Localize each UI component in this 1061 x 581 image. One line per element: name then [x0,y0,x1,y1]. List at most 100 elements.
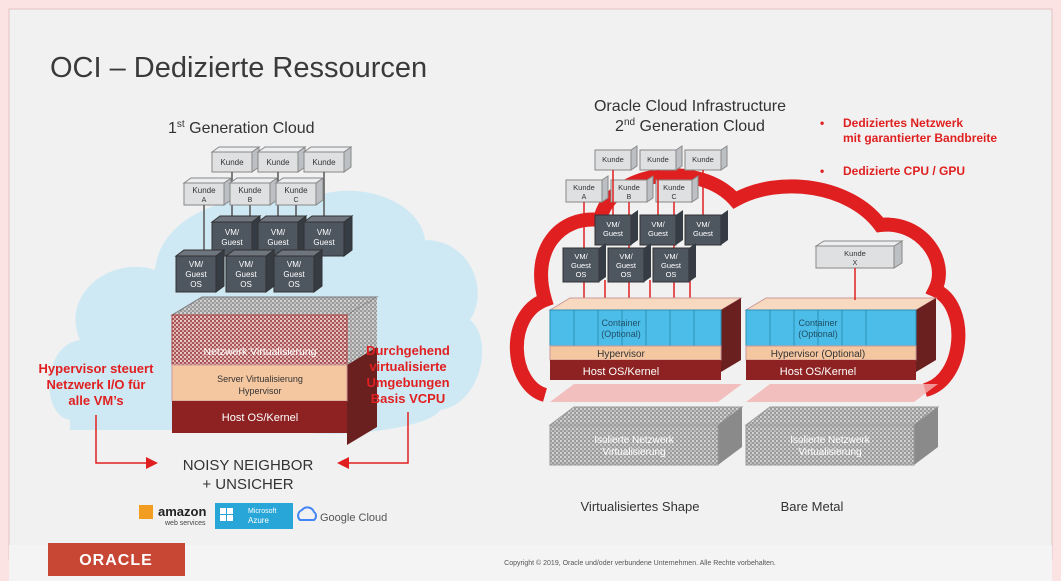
bullet-cpu: Dedizierte CPU / GPU [843,164,965,178]
layer-server-label: Server Virtualisierung [217,374,303,384]
stack-virtualized-shape: Container (Optional) Hypervisor Host OS/… [548,297,743,380]
svg-text:Kunde: Kunde [663,183,685,192]
svg-text:VM/: VM/ [317,228,332,237]
kunde-front-row: Kunde A Kunde B Kunde C [182,177,325,206]
svg-text:VM/: VM/ [651,220,665,229]
slide-title: OCI – Dedizierte Ressourcen [50,52,427,84]
svg-text:Container: Container [798,318,837,328]
svg-text:VM/: VM/ [239,260,254,269]
svg-text:Kunde: Kunde [647,155,669,164]
vm-box [225,255,267,293]
svg-text:Hypervisor (Optional): Hypervisor (Optional) [771,349,865,360]
isolated-network-left: Isolierte Netzwerk Virtualisierung [548,406,744,466]
container-layer [549,309,722,347]
svg-text:virtualisierte: virtualisierte [369,359,446,374]
svg-text:OS: OS [621,270,632,279]
svg-text:Umgebungen: Umgebungen [366,375,449,390]
isolated-network-right: Isolierte Netzwerk Virtualisierung [744,406,940,466]
svg-text:Guest: Guest [616,261,637,270]
right-vm-back-row: VM/ Guest VM/ Guest VM/ Guest [594,210,728,246]
right-cloud-outline [509,168,966,402]
svg-text:Guest: Guest [693,229,714,238]
svg-text:C: C [671,194,676,201]
svg-text:amazon: amazon [158,504,206,519]
label-virtualized-shape: Virtualisiertes Shape [581,499,700,514]
right-heading-line2: 2nd Generation Cloud [615,117,765,135]
svg-text:Kunde: Kunde [602,155,624,164]
svg-text:A: A [582,194,587,201]
svg-text:VM/: VM/ [271,228,286,237]
svg-text:Microsoft: Microsoft [248,508,276,515]
vm-box [175,255,217,293]
svg-text:(Optional): (Optional) [798,329,838,339]
svg-text:B: B [248,197,253,204]
layer-host-label: Host OS/Kernel [222,412,298,424]
label-bare-metal: Bare Metal [781,499,844,514]
svg-text:alle VM’s: alle VM’s [68,393,123,408]
svg-text:Guest: Guest [661,261,682,270]
svg-text:Isolierte Netzwerk: Isolierte Netzwerk [790,435,870,446]
svg-text:OS: OS [240,280,252,289]
svg-text:A: A [202,197,207,204]
svg-text:Basis VCPU: Basis VCPU [371,391,445,406]
svg-text:(Optional): (Optional) [601,329,641,339]
svg-text:OS: OS [288,280,300,289]
bullet-dot: • [820,164,824,178]
svg-text:Kunde: Kunde [284,186,308,195]
svg-text:Kunde: Kunde [312,158,336,167]
svg-text:Guest: Guest [267,238,289,247]
svg-text:web services: web services [164,520,206,527]
svg-text:Virtualisierung: Virtualisierung [798,447,861,458]
svg-text:Google Cloud: Google Cloud [320,512,387,524]
container-layer [745,309,917,347]
amazon-logo: amazon web services [139,504,206,527]
svg-text:Container: Container [601,318,640,328]
svg-text:Kunde: Kunde [266,158,290,167]
layer-host [172,401,347,433]
svg-text:Guest: Guest [283,270,305,279]
vm-front-row: VM/ Guest OS VM/ Guest OS VM/ Guest OS [174,249,324,293]
svg-text:VM/: VM/ [189,260,204,269]
svg-text:OS: OS [666,270,677,279]
svg-text:Hypervisor steuert: Hypervisor steuert [39,361,155,376]
bullet-network-2: mit garantierter Bandbreite [843,131,997,145]
red-plane [550,384,742,402]
svg-text:Guest: Guest [313,238,335,247]
svg-text:OS: OS [190,280,202,289]
svg-text:Kunde: Kunde [618,183,640,192]
svg-text:VM/: VM/ [287,260,302,269]
azure-logo: Microsoft Azure [215,503,293,529]
oracle-logo-text: ORACLE [79,552,153,569]
red-plane [746,384,938,402]
bullet-network: Dediziertes Netzwerk [843,116,963,130]
right-diagram: Oracle Cloud Infrastructure 2nd Generati… [509,98,997,514]
svg-text:OS: OS [576,270,587,279]
svg-text:VM/: VM/ [619,252,633,261]
svg-text:X: X [853,260,858,267]
svg-text:Guest: Guest [221,238,243,247]
svg-text:Durchgehend: Durchgehend [366,343,450,358]
svg-text:Kunde: Kunde [692,155,714,164]
svg-text:Isolierte Netzwerk: Isolierte Netzwerk [594,435,674,446]
svg-text:Host OS/Kernel: Host OS/Kernel [780,366,856,378]
svg-text:Kunde: Kunde [220,158,244,167]
right-heading-line1: Oracle Cloud Infrastructure [594,98,786,115]
copyright: Copyright © 2019, Oracle und/oder verbun… [504,559,776,567]
host-layer [550,360,721,380]
svg-text:Netzwerk I/O für: Netzwerk I/O für [47,377,146,392]
right-kunde-front-row: Kunde A Kunde B Kunde C [565,175,699,203]
google-cloud-logo: Google Cloud [297,506,387,524]
svg-text:B: B [627,194,632,201]
svg-text:Host OS/Kernel: Host OS/Kernel [583,366,659,378]
layer-hypervisor-label: Hypervisor [238,386,281,396]
note-left: Hypervisor steuert Netzwerk I/O für alle… [39,361,155,408]
svg-text:Virtualisierung: Virtualisierung [602,447,665,458]
svg-text:Guest: Guest [235,270,257,279]
bullet-dot: • [820,116,824,130]
svg-text:Guest: Guest [648,229,669,238]
layer-server [171,364,348,402]
kunde-back-row: Kunde Kunde Kunde [210,146,353,173]
svg-text:C: C [293,197,298,204]
svg-text:VM/: VM/ [606,220,620,229]
